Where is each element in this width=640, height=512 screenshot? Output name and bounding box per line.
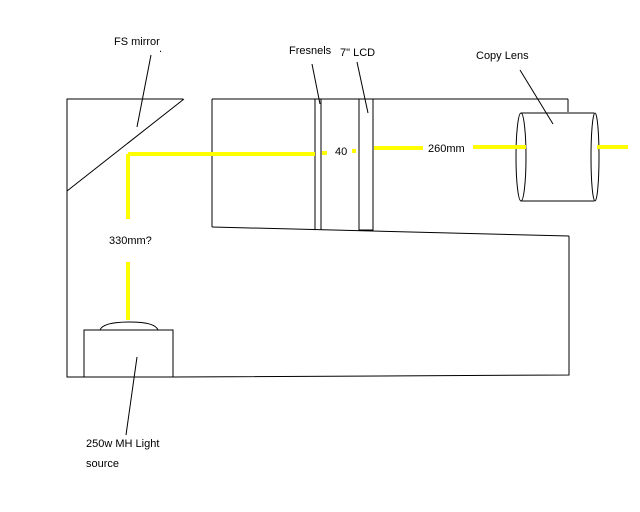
light-source-bulb <box>99 321 159 331</box>
lcd-label: 7" LCD <box>340 47 375 59</box>
lcd-pointer <box>356 61 369 114</box>
inner-bottom <box>211 226 570 237</box>
light-source <box>83 321 174 436</box>
fs-mirror <box>66 98 185 192</box>
light-source-box <box>83 329 174 378</box>
fs-mirror-label: FS mirror <box>114 36 160 48</box>
gap-40-label: 40 <box>335 146 347 158</box>
light-source-pointer <box>125 356 138 436</box>
light-source-label-line2: source <box>86 458 119 470</box>
lcd-panel <box>358 98 374 231</box>
copy-lens-body <box>521 112 594 202</box>
copy-lens-pointer <box>519 69 554 125</box>
copy-lens-back <box>590 112 600 202</box>
copy-lens-front <box>515 112 527 202</box>
fresnels <box>311 63 322 230</box>
copy-lens <box>515 69 600 202</box>
inner-chamber <box>211 98 570 237</box>
copy-lens-label: Copy Lens <box>476 50 529 62</box>
fresnels-label: Fresnels <box>289 45 332 57</box>
dist-260-label: 260mm <box>428 143 465 155</box>
light-beam <box>126 145 628 320</box>
dist-330-label: 330mm? <box>109 235 152 247</box>
fs-mirror-pointer <box>136 54 152 128</box>
fs-mirror-dot: . <box>159 43 162 55</box>
fresnels-pointer <box>311 63 321 105</box>
light-source-label-line1: 250w MH Light <box>86 438 159 450</box>
